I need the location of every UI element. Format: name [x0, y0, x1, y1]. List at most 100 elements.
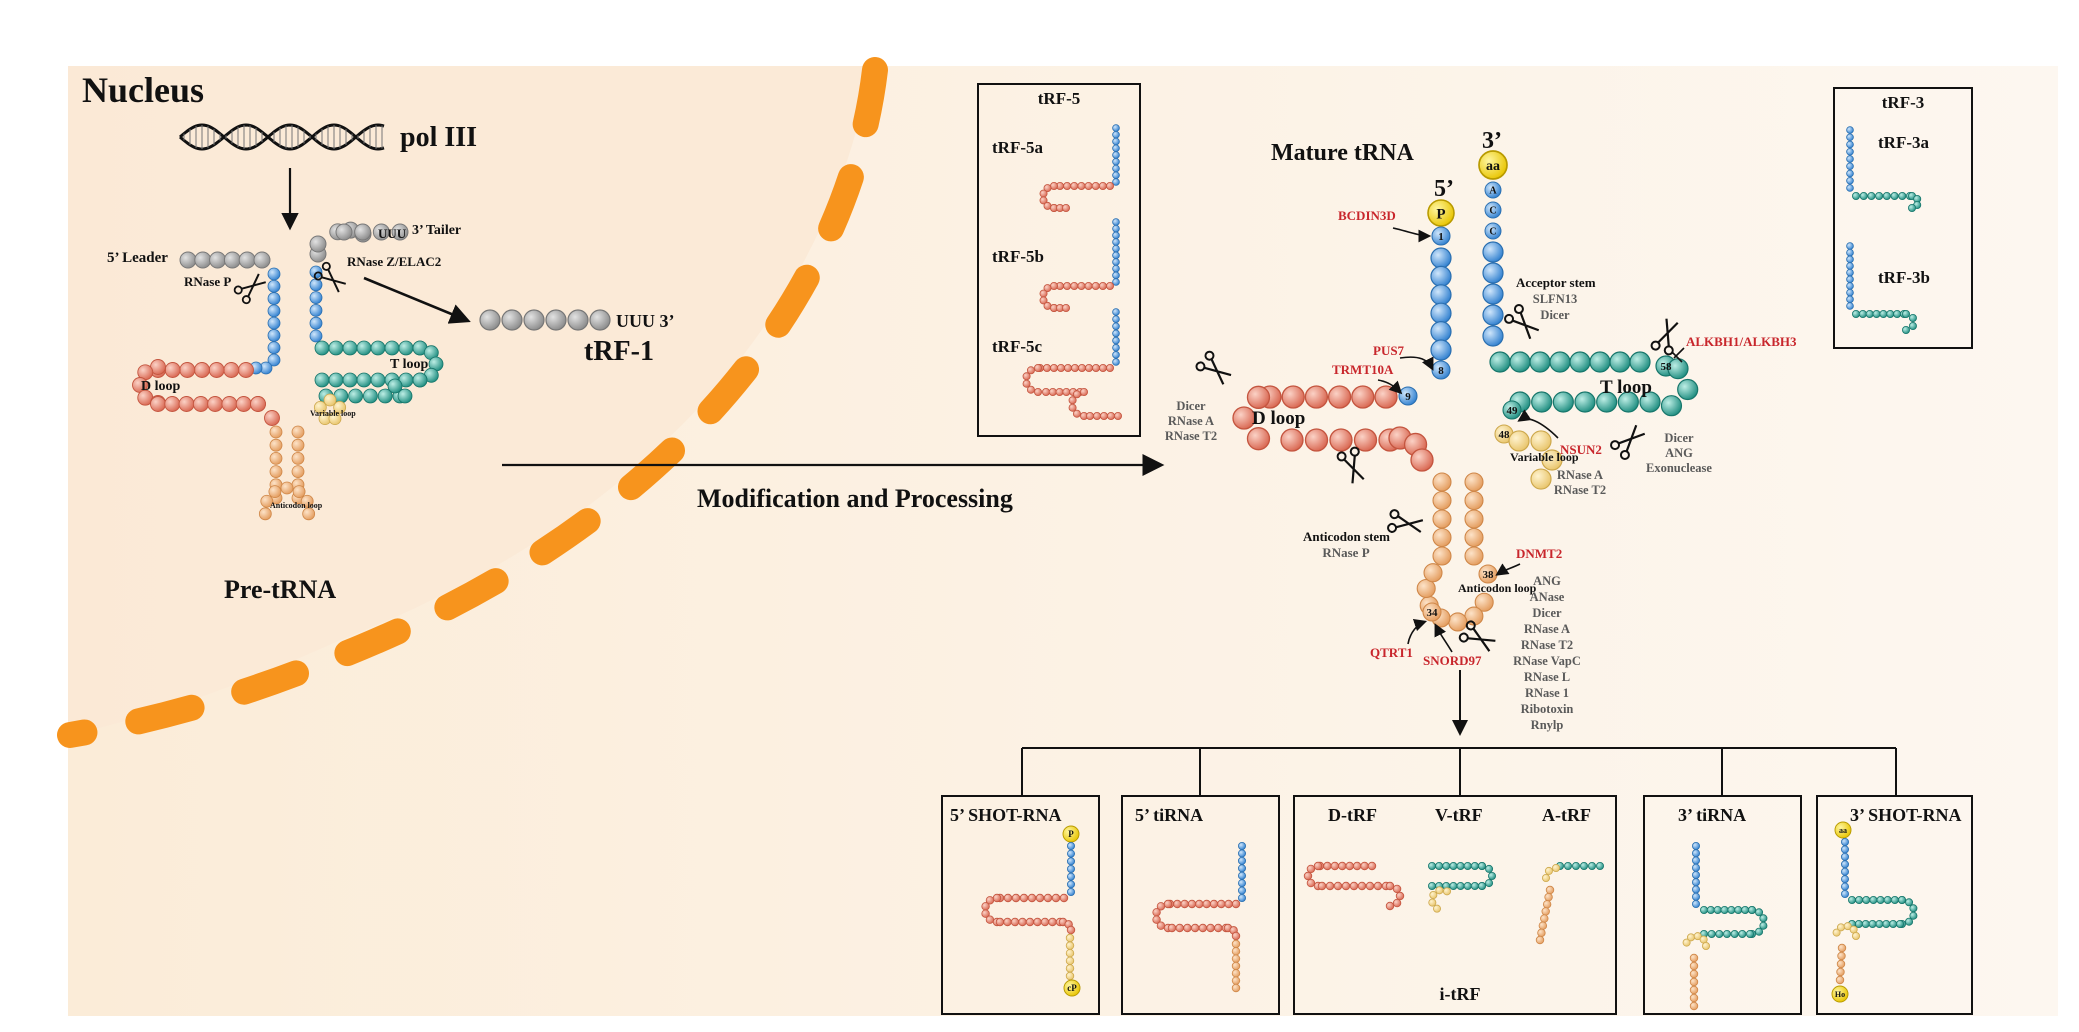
- shot3-bead: [1862, 896, 1871, 905]
- anticodon-enzyme: ANG: [1533, 574, 1561, 588]
- trf5-bead: [1086, 411, 1095, 420]
- tirna3-box: [1643, 795, 1802, 1015]
- t-loop-bead: [1489, 351, 1511, 373]
- vtrf-bead: [1428, 882, 1437, 891]
- trf5-bead: [1092, 363, 1101, 372]
- d-loop-bead: [1304, 385, 1329, 409]
- t-loop-bead: [342, 372, 358, 388]
- tirna3-bead: [1727, 906, 1736, 915]
- trf3-bead: [1846, 176, 1854, 185]
- tirna3-title: 3’ tiRNA: [1678, 805, 1746, 825]
- variable-loop-bead: [313, 401, 327, 414]
- d-loop-bead: [1327, 385, 1352, 409]
- tirna5-bead: [1238, 842, 1247, 851]
- anticodon-stem-bead: [269, 465, 283, 479]
- shot3-bead: [1890, 896, 1899, 905]
- shot3-bead: [1835, 975, 1845, 985]
- tirna3-bead: [1702, 942, 1711, 951]
- bcdin3d-arrow: [1392, 227, 1432, 243]
- trf5-bead: [1039, 289, 1048, 298]
- trf5-bead: [1112, 271, 1120, 280]
- vtrf-bead: [1463, 862, 1472, 871]
- anticodon-stem-label: Anticodon stem: [1303, 529, 1390, 544]
- acceptor-3p-bead: [1482, 304, 1504, 326]
- trf5-bead: [1112, 157, 1120, 166]
- tirna5-bead: [1231, 969, 1241, 978]
- trf1-arrow: [363, 276, 471, 324]
- t-loop-bead: [356, 372, 372, 388]
- shot3-aa-bead: [1834, 821, 1852, 839]
- acceptor-3p-bead: [309, 316, 323, 330]
- trf1-bead: [501, 309, 523, 331]
- shot5-bead: [1067, 872, 1076, 881]
- tirna5-bead: [1175, 923, 1184, 933]
- dtrf-bead: [1306, 878, 1316, 888]
- atrf-bead: [1541, 907, 1550, 916]
- t-loop-bead: [1660, 395, 1683, 417]
- t-loop-bead: [314, 372, 330, 388]
- trf3-bead: [1846, 162, 1854, 171]
- t-loop-bead: [362, 388, 378, 404]
- dtrf-bead: [1392, 884, 1402, 894]
- t-loop-bead: [387, 378, 403, 394]
- trf5-bead: [1112, 315, 1120, 323]
- anticodon-enzyme: RNase VapC: [1513, 654, 1581, 668]
- t-loop-bead: [1617, 391, 1639, 413]
- anticodon-loop-bead: [260, 494, 274, 508]
- shot5-bead: [1027, 893, 1037, 903]
- shot3-box: [1816, 795, 1973, 1015]
- shot5-p-bead: [1062, 825, 1080, 843]
- shot3-bead: [1909, 911, 1918, 920]
- trf1-bead: [479, 309, 501, 331]
- tirna5-bead: [1238, 856, 1247, 865]
- vtrf-bead: [1470, 862, 1479, 871]
- trf5-bead: [1112, 343, 1120, 352]
- t-loop-enzyme: Exonuclease: [1646, 461, 1712, 475]
- n1-bead: [1431, 226, 1451, 246]
- atrf-bead: [1545, 885, 1555, 895]
- anticodon-enzyme: ANase: [1530, 590, 1565, 604]
- vtrf-bead: [1435, 886, 1444, 895]
- acceptor-5p-bead: [1430, 265, 1452, 287]
- trf5-bead: [1085, 363, 1094, 372]
- trf3-bead: [1846, 184, 1854, 192]
- tirna3-bead: [1692, 849, 1701, 858]
- tirna3-bead: [1706, 906, 1715, 915]
- shot5-bead: [1065, 933, 1075, 943]
- acceptor-3p-bead: [309, 329, 323, 343]
- trf5-bead: [1055, 387, 1064, 396]
- shot5-bead: [992, 893, 1002, 903]
- trf5-bead: [1057, 363, 1066, 372]
- tirna5-bead: [1173, 899, 1182, 909]
- vtrf-bead: [1429, 891, 1438, 900]
- shot5-bead: [1043, 893, 1053, 903]
- tirna3-bead: [1715, 930, 1724, 939]
- anticodon-enzyme: Ribotoxin: [1521, 702, 1574, 716]
- acceptor-3p-bead: [1482, 283, 1504, 305]
- tirna3-bead: [1692, 892, 1701, 901]
- pre-variable-loop-label: Variable loop: [310, 409, 356, 418]
- d-loop-bead: [164, 362, 181, 378]
- tirna5-bead: [1202, 899, 1211, 909]
- tirna5-bead: [1183, 923, 1192, 933]
- trf3-bead: [1846, 126, 1854, 134]
- trf3-bead: [1846, 302, 1854, 310]
- shot3-bead: [1898, 896, 1907, 905]
- trf3-bead: [1846, 295, 1854, 304]
- pre-t-loop-label: T loop: [390, 357, 428, 372]
- trf3-bead: [1865, 309, 1874, 318]
- trf3-box: [1833, 87, 1973, 349]
- trf5-bead: [1070, 281, 1079, 290]
- trf3-bead: [1846, 242, 1854, 250]
- atrf-bead: [1544, 866, 1553, 875]
- tirna3-bead: [1692, 878, 1701, 887]
- acceptor-5p-bead: [1430, 284, 1452, 306]
- tirna5-bead: [1209, 899, 1219, 909]
- trf5a-label: tRF-5a: [992, 138, 1043, 157]
- variable-loop-bead: [323, 393, 337, 407]
- trf5-bead: [1071, 363, 1080, 372]
- tirna3-bead: [1687, 933, 1696, 942]
- trf5-bead: [1068, 403, 1077, 412]
- trf3-bead: [1852, 191, 1861, 200]
- tirna3-bead: [1689, 985, 1699, 995]
